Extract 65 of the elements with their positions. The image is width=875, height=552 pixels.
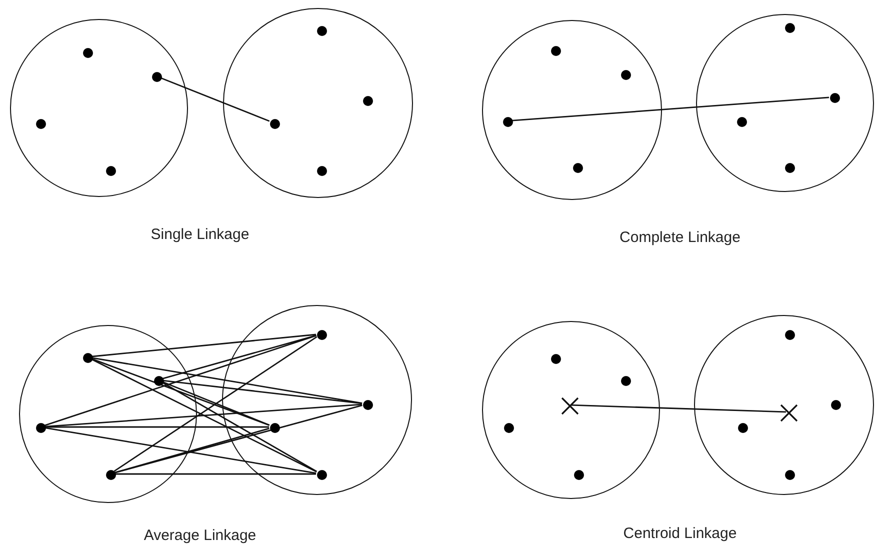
linkage-line — [162, 381, 270, 426]
cluster-circle — [482, 20, 662, 200]
data-point — [317, 26, 327, 36]
data-point — [621, 376, 631, 386]
linkage-line — [114, 404, 362, 474]
cluster-circle — [19, 325, 197, 503]
linkage-line — [114, 428, 270, 474]
data-point — [36, 119, 46, 129]
linkage-line — [570, 404, 786, 413]
data-point — [363, 96, 373, 106]
data-point — [621, 70, 631, 80]
panel-caption: Centroid Linkage — [623, 525, 737, 542]
data-point — [830, 93, 840, 103]
linkage-line — [512, 96, 830, 122]
data-point — [503, 117, 513, 127]
linkage-line — [162, 382, 318, 472]
data-point — [738, 423, 748, 433]
cluster-circle — [694, 315, 874, 495]
linkage-line — [91, 358, 270, 426]
data-point — [154, 376, 164, 386]
linkage-line — [92, 357, 362, 404]
linkage-line — [44, 404, 362, 428]
linkage-line — [44, 334, 317, 426]
data-point — [785, 163, 795, 173]
data-point — [551, 46, 561, 56]
linkage-line — [160, 77, 270, 122]
data-point — [574, 470, 584, 480]
data-point — [785, 330, 795, 340]
linkage-line — [44, 427, 316, 474]
data-point — [106, 166, 116, 176]
linkage-line — [162, 380, 362, 404]
linkage-line — [92, 334, 316, 358]
linkage-line — [114, 336, 318, 472]
data-point — [504, 423, 514, 433]
data-point — [831, 400, 841, 410]
data-point — [785, 470, 795, 480]
panel-caption: Complete Linkage — [620, 229, 740, 246]
data-point — [152, 72, 162, 82]
cluster-circle — [696, 14, 874, 192]
cluster-circle — [223, 8, 413, 198]
data-point — [270, 423, 280, 433]
data-point — [573, 163, 583, 173]
data-point — [36, 423, 46, 433]
data-point — [317, 166, 327, 176]
centroid-cross-icon — [780, 404, 798, 422]
data-point — [83, 48, 93, 58]
centroid-cross-icon — [561, 397, 579, 415]
data-point — [106, 470, 116, 480]
data-point — [317, 330, 327, 340]
linkage-line — [162, 334, 316, 380]
cluster-circle — [10, 19, 188, 197]
panel-caption: Average Linkage — [144, 527, 256, 544]
cluster-circle — [482, 321, 660, 499]
linkage-line — [45, 426, 269, 428]
data-point — [270, 119, 280, 129]
data-point — [737, 117, 747, 127]
data-point — [317, 470, 327, 480]
data-point — [551, 354, 561, 364]
data-point — [363, 400, 373, 410]
linkage-line — [115, 473, 316, 475]
cluster-circle — [222, 305, 412, 495]
linkage-line — [91, 358, 317, 472]
data-point — [83, 353, 93, 363]
data-point — [785, 23, 795, 33]
panel-caption: Single Linkage — [150, 226, 250, 243]
